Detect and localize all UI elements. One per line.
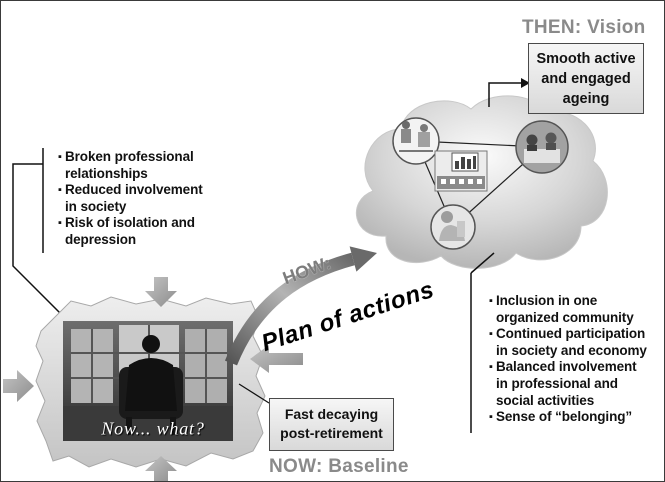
baseline-status-box: Fast decaying post-retirement [269,398,394,451]
bullet-marker: ▪ [58,217,62,230]
list-item-text: Balanced involvement [496,359,637,375]
list-item-text: social activities [496,392,595,408]
group-photo [515,120,569,174]
man-in-armchair-photo [63,321,233,441]
bullet-marker: ▪ [489,361,493,374]
list-item-text: organized community [496,309,634,325]
baseline-box-line: post-retirement [280,425,383,441]
vision-cloud [356,95,608,269]
meeting-sketch-photo [392,117,440,165]
list-item-text: Continued participation [496,326,646,342]
pressure-arrow-top [145,277,177,307]
bullet-marker: ▪ [58,151,62,163]
pressure-arrow-bottom [145,456,177,481]
list-item-text: Risk of isolation and [65,215,195,231]
list-item: ▪ Risk of isolation and depression [58,215,203,248]
photo-caption: Now... what? [101,418,205,439]
vision-box-line: Smooth active [536,51,636,67]
list-item-text: in professional and [496,375,618,391]
pressure-arrow-left [3,370,34,402]
baseline-blob [35,296,266,468]
bullet-marker: ▪ [489,295,493,307]
list-item: ▪ Inclusion in one organized community [489,293,647,326]
bullet-marker: ▪ [58,184,62,197]
baseline-box-line: Fast decaying [284,406,379,422]
pressure-arrow-right [250,345,303,373]
vision-title: THEN: Vision [522,17,646,38]
list-item-text: depression [65,231,137,247]
box-connector-line [238,383,270,404]
list-item: ▪ Continued participation in society and… [489,326,647,359]
right-bracket [470,252,495,433]
vision-box-line: ageing [562,91,610,107]
community-building-image [434,150,488,192]
list-item: ▪ Sense of “belonging” [489,409,647,426]
left-bracket [12,148,62,315]
list-item-text: Broken professional [65,149,194,164]
list-item-text: in society [65,198,127,214]
vision-arrow [488,78,530,107]
list-item: ▪ Balanced involvement in professional a… [489,359,647,409]
list-item: ▪ Broken professional relationships [58,149,203,182]
list-item-text: Sense of “belonging” [496,409,633,425]
how-curved-arrow [224,246,377,366]
list-item-text: in society and economy [496,342,647,358]
bullet-marker: ▪ [489,328,493,341]
elderly-person-photo [430,204,476,250]
vision-box: Smooth active and engaged ageing [528,43,644,114]
list-item: ▪ Reduced involvement in society [58,182,203,215]
list-item-text: Inclusion in one [496,293,598,308]
list-item-text: Reduced involvement [65,182,203,198]
current-state-list: ▪ Broken professional relationships ▪ Re… [58,149,203,249]
vision-box-line: and engaged [541,71,631,87]
bullet-marker: ▪ [489,411,493,424]
baseline-title: NOW: Baseline [269,456,409,477]
list-item-text: relationships [65,165,148,181]
target-state-list: ▪ Inclusion in one organized community ▪… [489,293,647,426]
